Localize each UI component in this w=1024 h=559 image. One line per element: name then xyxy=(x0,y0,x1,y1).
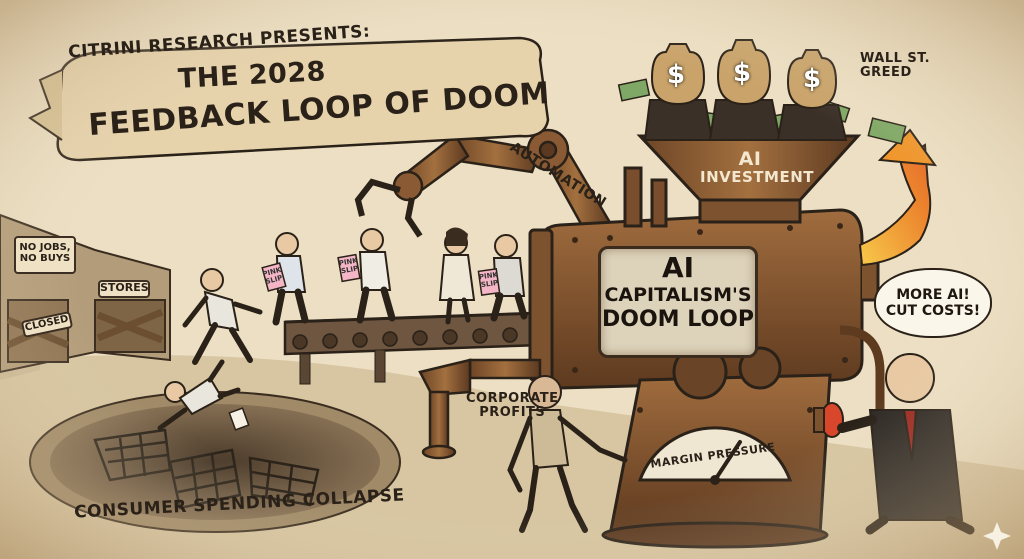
sign-no-jobs-line2: NO BUYS xyxy=(19,253,71,264)
speech-bubble: MORE AI! CUT COSTS! xyxy=(874,268,992,338)
plate-line-ai: AI xyxy=(661,251,695,284)
speech-line2: CUT COSTS! xyxy=(885,303,981,319)
label-wall-st-line2: GREED xyxy=(860,64,912,80)
label-wall-st-line1: WALL ST. xyxy=(860,51,931,66)
sparkle-icon xyxy=(983,522,1011,550)
pink-slip-text: PINK SLIP xyxy=(478,270,499,290)
plate-line-capitalism: CAPITALISM'S xyxy=(604,284,752,306)
label-wall-st-greed: WALL ST. GREED xyxy=(860,52,930,79)
dollar-sign-icon: $ xyxy=(733,58,752,88)
sign-no-jobs-no-buys: NO JOBS, NO BUYS xyxy=(14,236,76,274)
sign-stores: STORES xyxy=(98,280,150,298)
label-corporate-profits: CORPORATE PROFITS xyxy=(466,392,559,419)
red-button xyxy=(813,402,844,438)
label-ai-investment: AI INVESTMENT xyxy=(700,148,814,186)
dollar-sign-icon: $ xyxy=(667,60,686,90)
label-ai-investment-line2: INVESTMENT xyxy=(700,167,814,186)
doom-loop-plate: AI CAPITALISM'S DOOM LOOP xyxy=(598,246,758,358)
label-corporate-line2: PROFITS xyxy=(479,404,546,420)
plate-line-doom-loop: DOOM LOOP xyxy=(602,307,754,332)
sign-no-jobs-line1: NO JOBS, xyxy=(19,242,71,253)
speech-line1: MORE AI! xyxy=(896,286,970,303)
dollar-sign-icon: $ xyxy=(803,64,822,94)
label-corporate-line1: CORPORATE xyxy=(466,391,559,406)
label-ai-investment-line1: AI xyxy=(738,148,762,170)
